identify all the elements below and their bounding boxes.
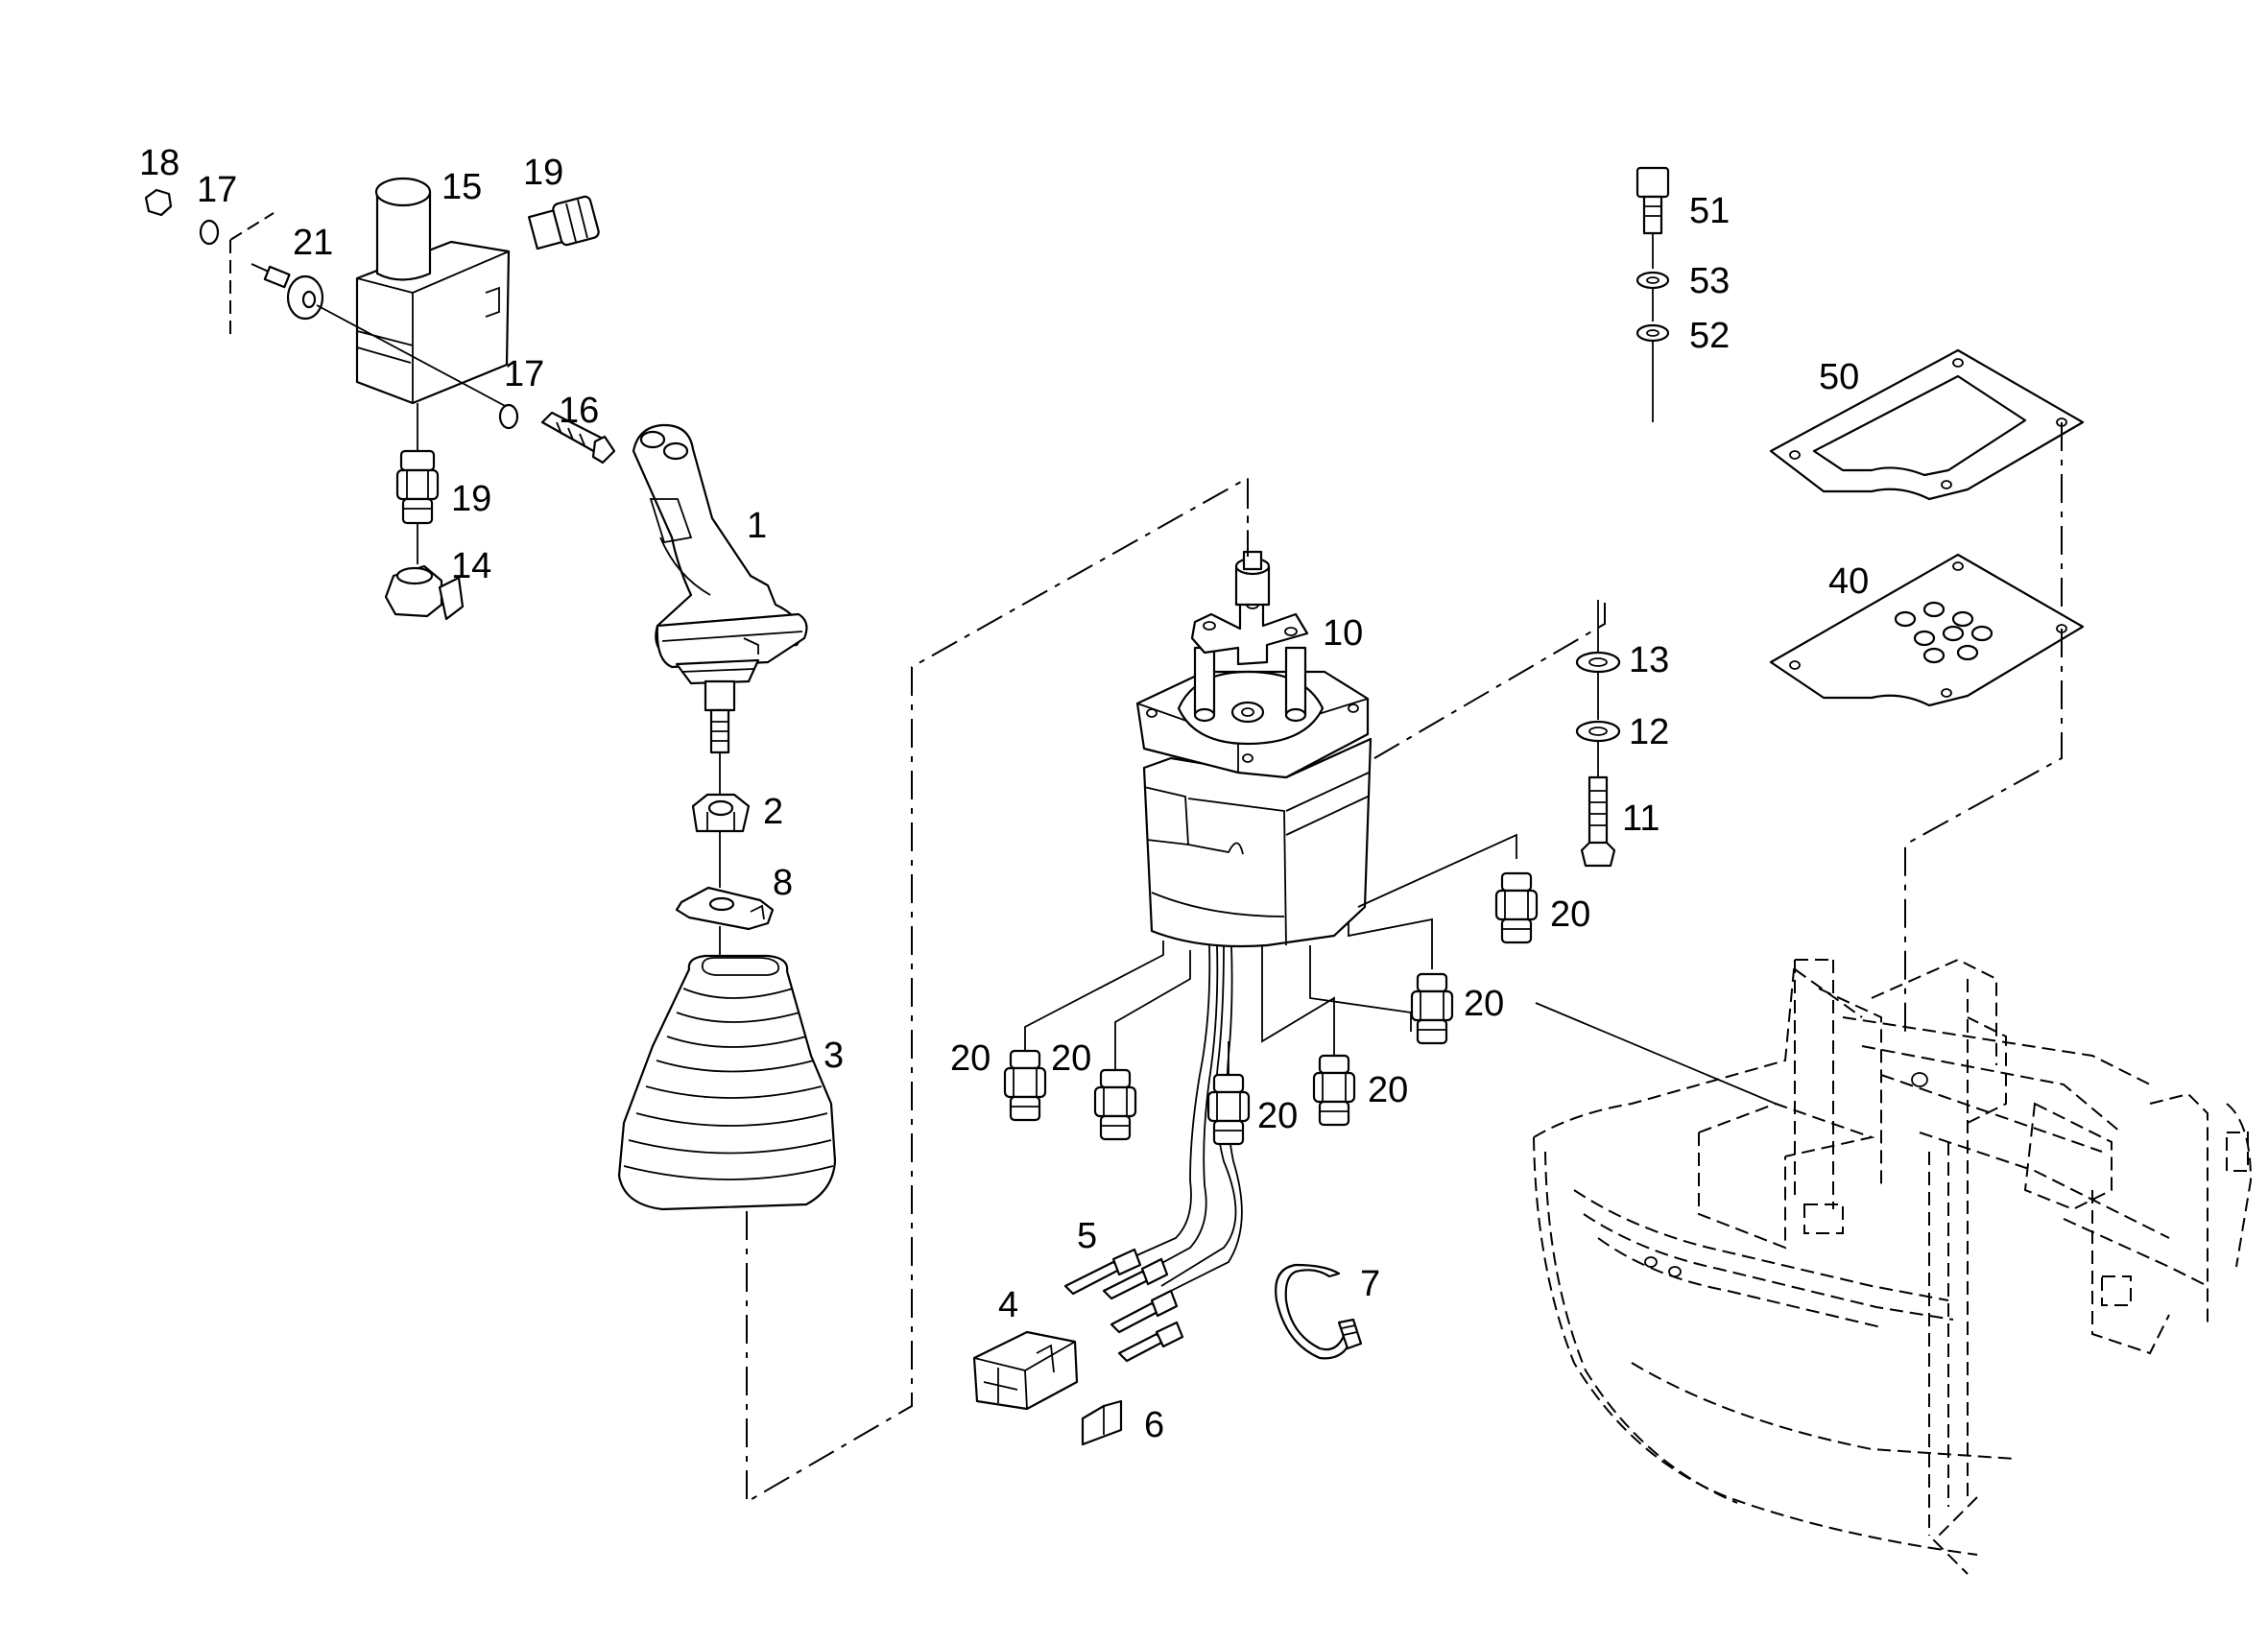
callout-7: 7 (1360, 1264, 1380, 1304)
callout-50: 50 (1819, 357, 1859, 397)
callout-10: 10 (1323, 613, 1363, 654)
fitting-19-lower (395, 449, 440, 525)
callout-17-top: 17 (197, 170, 237, 210)
callout-1: 1 (747, 506, 767, 546)
fitting-guide-lines (1024, 833, 1517, 1070)
callout-3: 3 (824, 1036, 844, 1076)
valve-body-15 (355, 177, 511, 405)
callout-2: 2 (763, 792, 783, 832)
callout-51: 51 (1689, 191, 1730, 231)
plate-assembly-line (1904, 629, 2063, 1036)
fitting-20-d (1312, 1054, 1356, 1127)
callout-8: 8 (773, 863, 793, 903)
callout-15: 15 (442, 167, 482, 207)
callout-20-d: 20 (1368, 1070, 1408, 1110)
cable-tie-7 (1275, 1263, 1363, 1360)
contact-pins-5 (1063, 1248, 1184, 1363)
nut-18 (144, 188, 173, 217)
washer-13 (1575, 651, 1621, 674)
rubber-boot-3 (617, 954, 837, 1211)
callout-4: 4 (998, 1285, 1018, 1325)
callout-52: 52 (1689, 316, 1730, 356)
gasket-plate-50 (1769, 348, 2085, 501)
washer-12 (1575, 720, 1621, 743)
valve-assembly (144, 177, 616, 621)
callout-19-lower: 19 (451, 479, 491, 519)
callout-40: 40 (1828, 561, 1869, 602)
callout-11: 11 (1622, 798, 1659, 839)
callout-16: 16 (559, 391, 599, 431)
callout-14: 14 (451, 546, 491, 586)
callout-6: 6 (1144, 1405, 1164, 1445)
fitting-20-b (1093, 1068, 1137, 1141)
callout-5: 5 (1077, 1216, 1097, 1256)
callout-17-lower: 17 (504, 354, 544, 394)
callout-20-a: 20 (950, 1038, 991, 1079)
fasteners-11-12-13 (1575, 600, 1621, 868)
callout-20-f: 20 (1550, 894, 1590, 935)
bolt-16 (540, 411, 616, 465)
callout-20-e: 20 (1464, 984, 1504, 1024)
washer-52 (1635, 323, 1670, 343)
chassis-outline (1533, 958, 2253, 1575)
callout-13: 13 (1629, 640, 1669, 680)
callout-20-c: 20 (1257, 1096, 1298, 1136)
fitting-20-a (1003, 1049, 1047, 1122)
connector-housing-4 (972, 1330, 1079, 1411)
callout-labels: 1 2 3 4 5 6 7 8 10 11 12 13 14 15 16 17 … (139, 143, 1869, 1445)
callout-18: 18 (139, 143, 179, 183)
callout-21: 21 (293, 223, 333, 263)
washer-17-top (199, 219, 220, 246)
nut-2 (691, 793, 751, 833)
fitting-20-c (1206, 1073, 1251, 1146)
bolt-21 (251, 263, 324, 321)
joystick-handle-1 (632, 423, 808, 754)
fitting-20-f (1494, 871, 1539, 944)
washer-53 (1635, 271, 1670, 290)
bolt-11 (1580, 775, 1616, 868)
bracket-8 (675, 886, 775, 931)
callout-12: 12 (1629, 712, 1669, 752)
fitting-20-e (1410, 972, 1454, 1045)
washer-17-lower (498, 403, 519, 430)
callout-19-top: 19 (523, 153, 563, 193)
assembly-frame-right (1357, 603, 1606, 769)
callout-53: 53 (1689, 261, 1730, 301)
elbow-14 (384, 564, 465, 621)
bolt-51 (1635, 166, 1670, 235)
control-module-10 (1135, 550, 1373, 948)
fitting-19-top (527, 195, 600, 250)
wedge-lock-6 (1081, 1399, 1123, 1446)
mounting-plate-40 (1769, 553, 2085, 707)
callout-20-b: 20 (1051, 1038, 1091, 1079)
